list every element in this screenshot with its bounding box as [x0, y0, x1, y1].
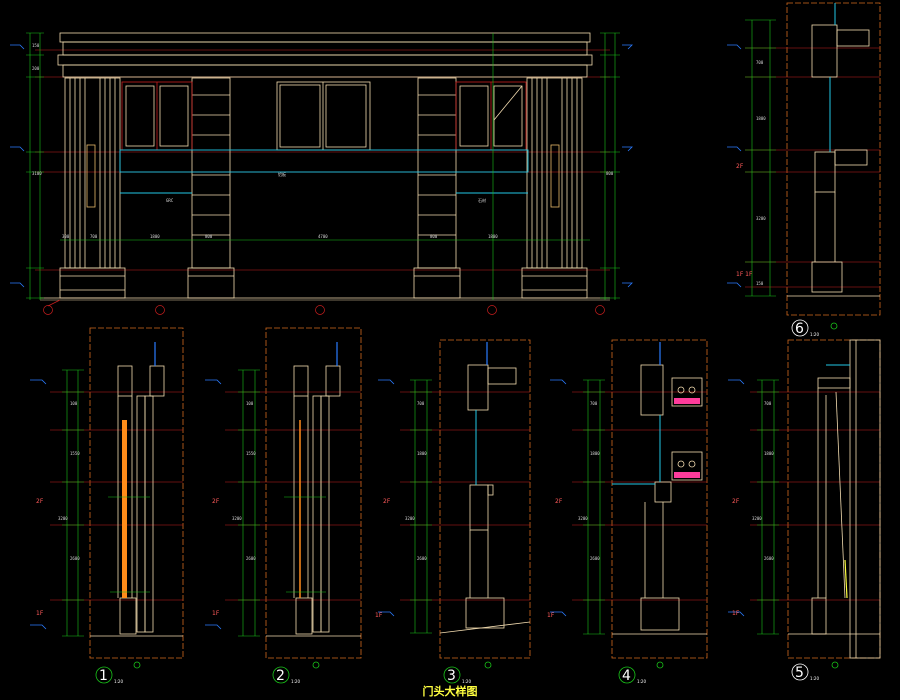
- section-1-dim-5: 2600: [70, 556, 80, 561]
- section-2-dim-5: 2600: [246, 556, 256, 561]
- section-4-level-lower: 1F: [547, 612, 555, 619]
- section-5: [728, 339, 881, 681]
- section-4-dim-3: 3200: [578, 516, 588, 521]
- section-1-level-lower: 1F: [36, 610, 44, 617]
- elev-dim-top-2: 3100: [32, 171, 42, 176]
- section-3: [378, 339, 531, 684]
- elevation-pier-inner-right: [413, 77, 461, 299]
- section-3-level-upper: 2F: [383, 498, 391, 505]
- elev-dim-bottom-6: 1800: [488, 234, 498, 239]
- section-6-scale: 1:20: [810, 332, 819, 337]
- section-6-dim-2: 1800: [756, 116, 766, 121]
- section-4-dim-5: 2600: [590, 556, 600, 561]
- elevation-window-right: [455, 81, 527, 151]
- drawing-title: 门头大样图: [422, 685, 478, 698]
- elev-dim-bottom-3: 800: [205, 234, 213, 239]
- elev-dim-top-3: 4700: [318, 234, 328, 239]
- elev-callout-2: 石材: [478, 197, 486, 203]
- section-1-scale: 1:20: [114, 679, 123, 684]
- section-4-dim-2: 1800: [590, 451, 600, 456]
- section-3-level-lower: 1F: [375, 612, 383, 619]
- elev-callout-0: GRC: [166, 198, 174, 203]
- section-3-number: 3: [447, 668, 456, 684]
- section-1-dim-1: 100: [70, 401, 78, 406]
- section-3-dim-3: 3200: [405, 516, 415, 521]
- section-5-dim-1: 700: [764, 401, 772, 406]
- section-5-dim-5: 2600: [764, 556, 774, 561]
- section-6-dim-1: 700: [756, 60, 764, 65]
- elevation-dim-labels: 150 200 3100 4700 800 300 700 1800 800 8…: [32, 43, 614, 239]
- section-5-level-upper: 2F: [732, 498, 740, 505]
- section-4-scale: 1:20: [637, 679, 646, 684]
- section-1-level-upper: 2F: [36, 498, 44, 505]
- section-2-number: 2: [276, 668, 285, 684]
- section-4-dim-1: 700: [590, 401, 598, 406]
- elev-dim-bottom-1: 700: [90, 234, 98, 239]
- section-3-dim-1: 700: [417, 401, 425, 406]
- section-1-dim-3: 3200: [58, 516, 68, 521]
- section-6-level-lower: 1F 1F: [736, 271, 753, 278]
- elevation-column-right: [521, 77, 588, 299]
- elev-dim-top-1: 200: [32, 66, 40, 71]
- section-3-dim-5: 2600: [417, 556, 427, 561]
- elev-dim-bottom-0: 300: [62, 234, 70, 239]
- section-2-dim-1: 100: [246, 401, 254, 406]
- elevation-pier-inner-left: [187, 77, 235, 299]
- section-2-level-upper: 2F: [212, 498, 220, 505]
- section-6-dim-3: 3200: [756, 216, 766, 221]
- section-labels: 1 1:20 2F 1F 100 1550 3200 2600 2 1:20 2…: [36, 60, 819, 684]
- elev-callout-1: 铝板: [278, 171, 286, 177]
- section-3-dim-2: 1800: [417, 451, 427, 456]
- section-4-level-upper: 2F: [555, 498, 563, 505]
- section-1: [30, 327, 184, 684]
- section-2-level-lower: 1F: [212, 610, 220, 617]
- section-5-dim-3: 3200: [752, 516, 762, 521]
- section-5-number: 5: [795, 665, 804, 681]
- section-4: [550, 339, 708, 684]
- section-5-dim-2: 1800: [764, 451, 774, 456]
- elev-dim-top-0: 150: [32, 43, 40, 48]
- elev-dim-bottom-2: 1800: [150, 234, 160, 239]
- section-6: [727, 2, 881, 337]
- section-2-dim-3: 3200: [232, 516, 242, 521]
- section-4-number: 4: [622, 668, 631, 684]
- section-5-scale: 1:20: [810, 676, 819, 681]
- section-3-scale: 1:20: [462, 679, 471, 684]
- section-6-number: 6: [795, 321, 804, 337]
- section-6-level-upper: 2F: [736, 163, 744, 170]
- section-5-level-lower: 1F: [732, 610, 740, 617]
- section-1-number: 1: [99, 668, 108, 684]
- front-elevation: [10, 32, 633, 315]
- elev-dim-bottom-5: 800: [430, 234, 438, 239]
- section-2-dim-2: 1550: [246, 451, 256, 456]
- elev-dim-top-4: 800: [606, 171, 614, 176]
- section-2: [205, 327, 362, 684]
- section-6-dim-4: 150: [756, 281, 764, 286]
- section-1-dim-2: 1550: [70, 451, 80, 456]
- elevation-column-left: [59, 77, 126, 299]
- section-2-scale: 1:20: [291, 679, 300, 684]
